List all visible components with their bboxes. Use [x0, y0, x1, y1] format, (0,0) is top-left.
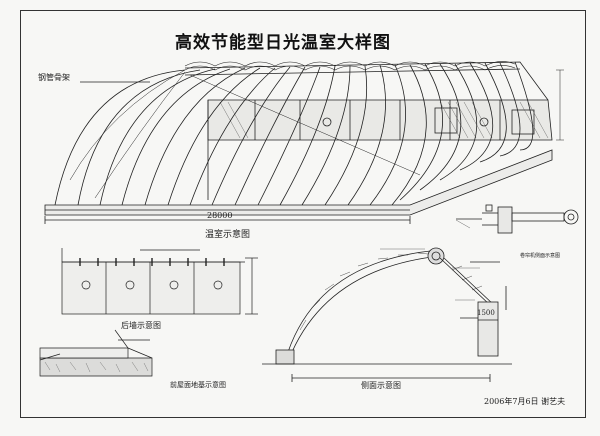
roof-ridge: [184, 61, 549, 101]
span-dimension-label: 28000: [207, 211, 233, 220]
height-1500-label: 1500: [477, 309, 495, 317]
drawing-title: 高效节能型日光温室大样图: [175, 33, 391, 53]
roller-machine-drawing: [456, 204, 579, 234]
steel-arch-ribs: [54, 61, 534, 206]
annotation-leaders: [380, 219, 480, 301]
height-dimension: [556, 69, 564, 141]
steel-frame-label: 钢管骨架: [38, 73, 70, 82]
back-wall-detail: [61, 248, 258, 315]
greenhouse-caption: 温室示意图: [205, 230, 251, 240]
gravel-texture: [44, 361, 149, 373]
main-greenhouse-drawing: [44, 61, 564, 224]
drawing-frame: [20, 10, 586, 418]
truss-lattice: [299, 252, 429, 331]
back-wall-block: [207, 99, 553, 200]
side-caption: 侧面示意图: [361, 381, 401, 390]
rib-chords: [69, 69, 421, 199]
side-profile-drawing: [262, 247, 512, 382]
foundation-detail: [39, 329, 153, 377]
date-signature: 2006年7月6日 谢艺夫: [484, 397, 566, 406]
back-wall-caption: 后墙示意图: [121, 321, 161, 330]
roller-caption: 卷帘机侧面示意图: [520, 253, 561, 259]
greenhouse-base: [44, 149, 553, 216]
foundation-caption: 前屋面地基示意图: [170, 381, 226, 389]
span-dimension-line: [44, 81, 411, 224]
